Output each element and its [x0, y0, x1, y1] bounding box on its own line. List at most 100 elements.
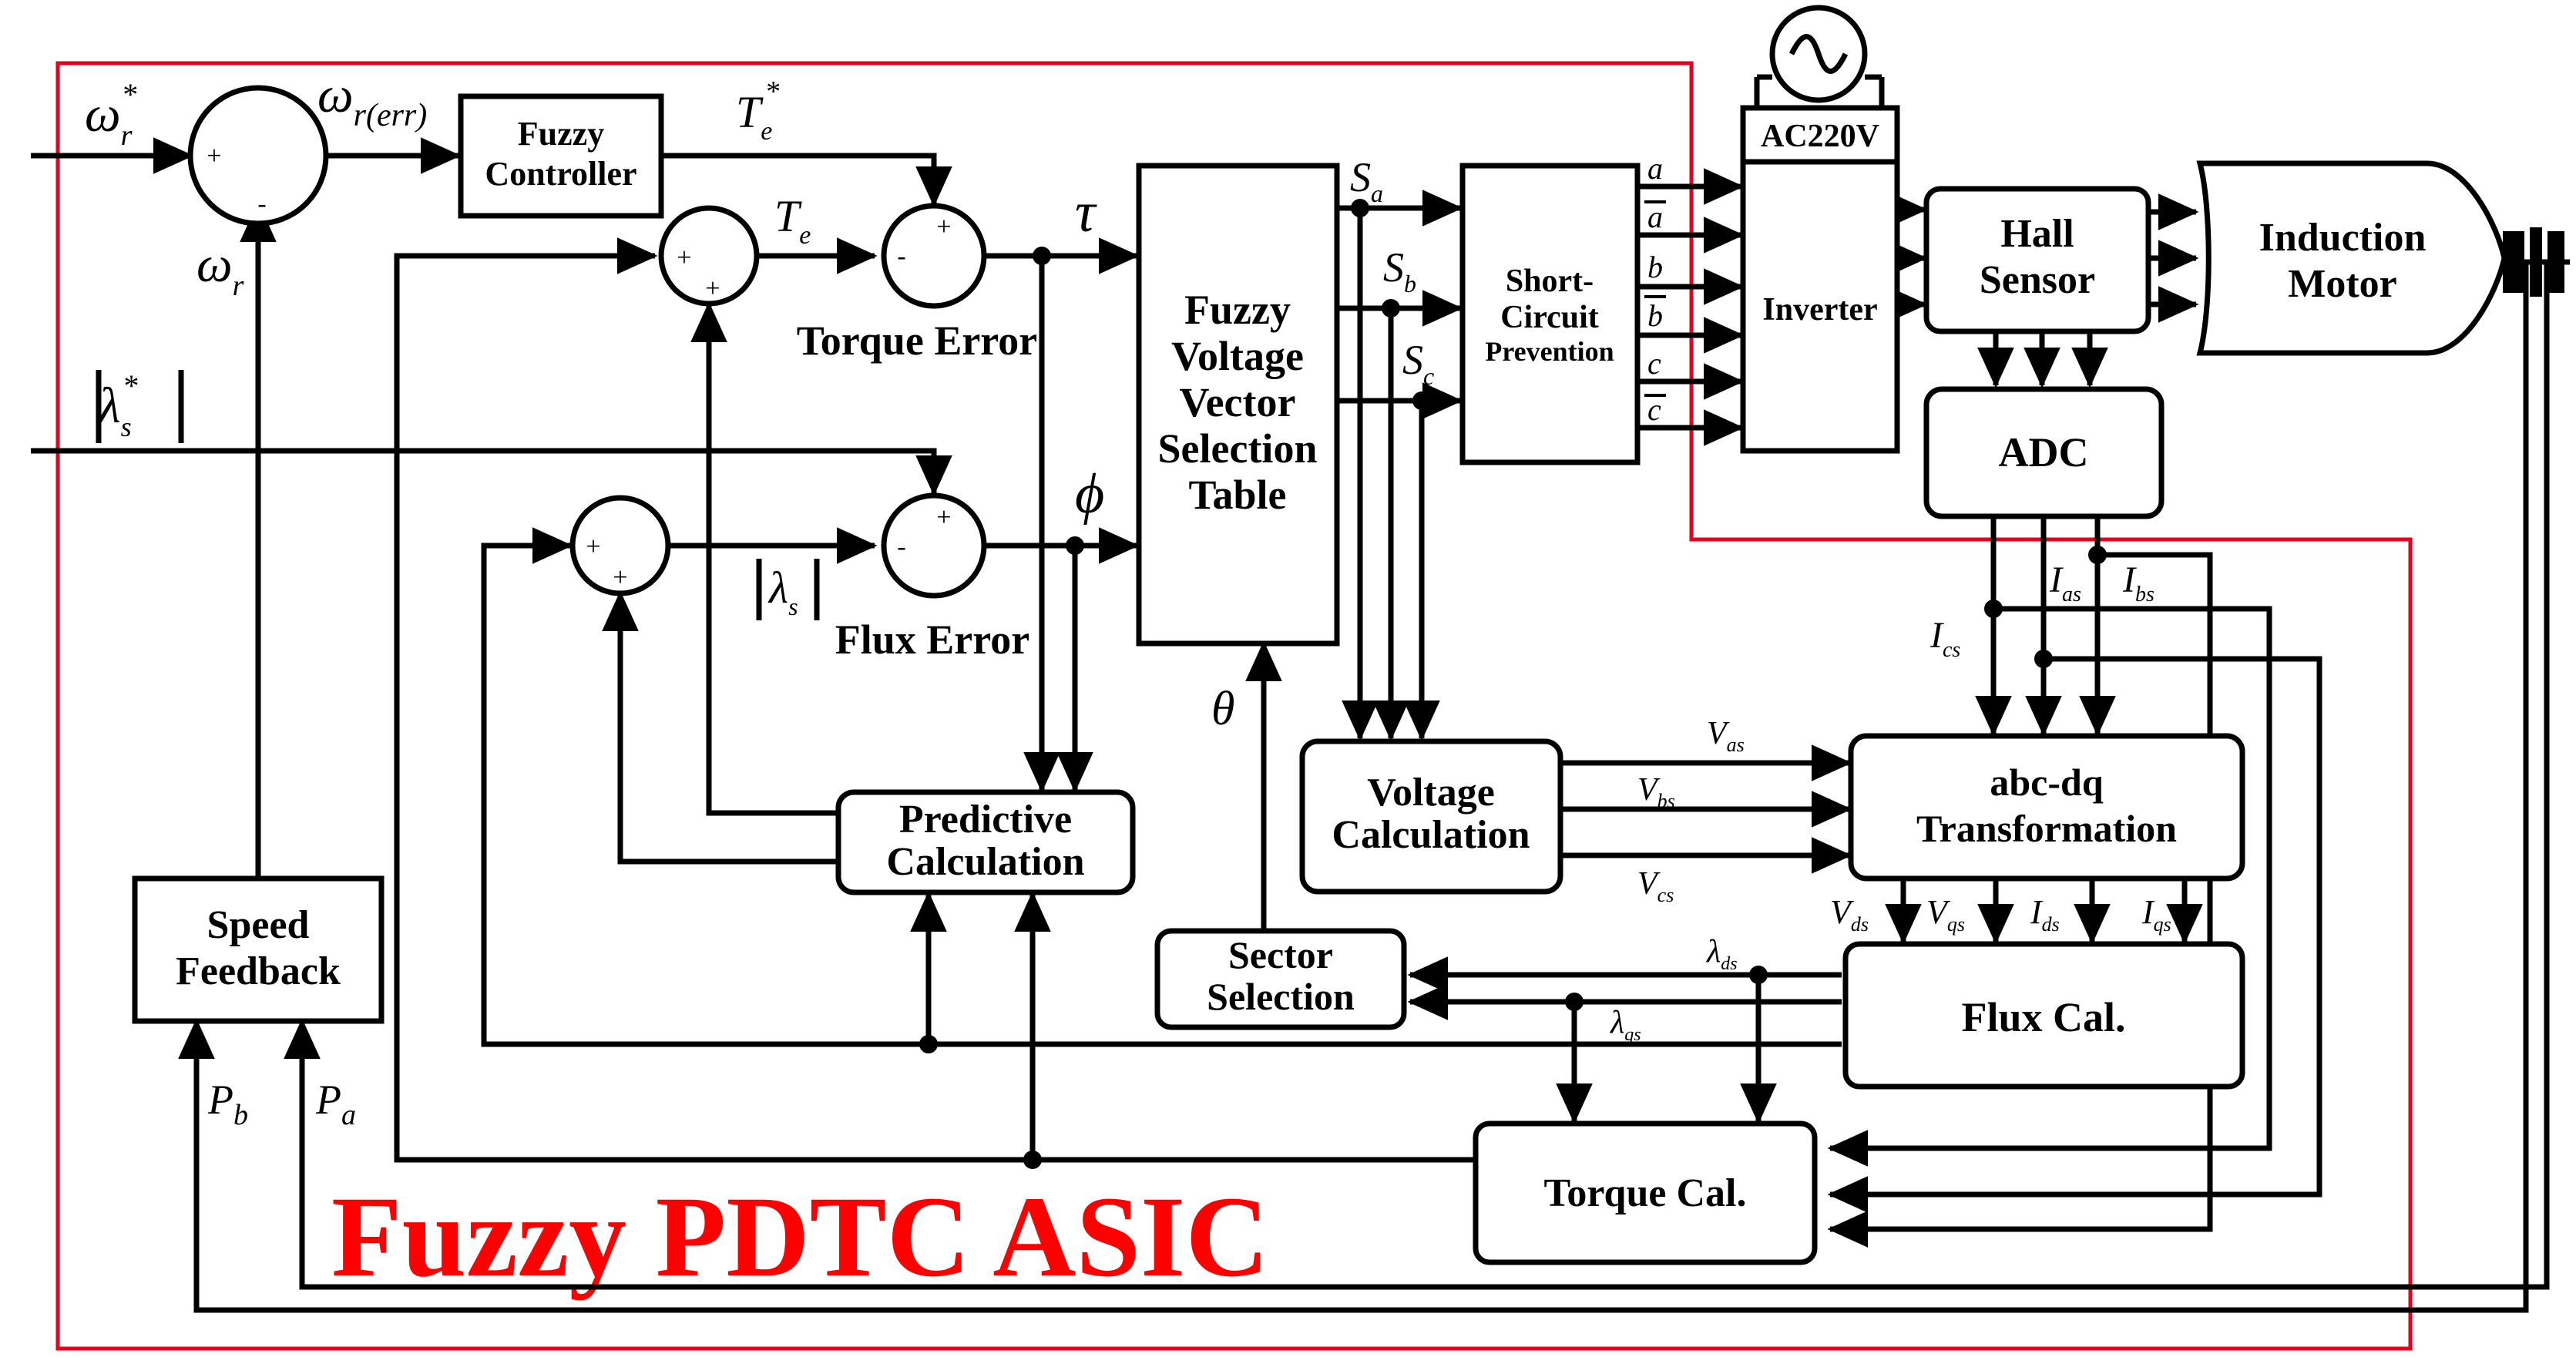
svg-text:Speed: Speed [207, 903, 310, 947]
theta-label: θ [1211, 683, 1234, 735]
inverter-block: Inverter [1740, 159, 1900, 454]
svg-text:Fuzzy: Fuzzy [518, 115, 604, 153]
svg-text:Flux Cal.: Flux Cal. [1961, 994, 2125, 1040]
svg-text:Voltage: Voltage [1367, 771, 1495, 815]
flux-cal-block: Flux Cal. [1842, 941, 2245, 1090]
lambda-s-label: λs [767, 563, 798, 620]
svg-text:+: + [677, 244, 691, 272]
svg-text:abc-dq: abc-dq [1990, 761, 2103, 804]
lambda-qs-label: λqs [1609, 1005, 1641, 1045]
svg-text:Transformation: Transformation [1916, 807, 2177, 850]
torque-feedback-summer: + + [658, 205, 760, 307]
svg-text:Predictive: Predictive [899, 798, 1072, 842]
svg-text:+: + [586, 532, 600, 561]
omega-r-star-label: ωr* [85, 77, 136, 152]
vbs-label: Vbs [1637, 772, 1675, 812]
predictive-calculation-block: Predictive Calculation [835, 789, 1136, 895]
voltage-vector-table-block: Fuzzy Voltage Vector Selection Table [1136, 163, 1340, 647]
phi-label: ϕ [1075, 462, 1104, 526]
induction-motor: Induction Motor [2196, 160, 2507, 356]
short-circuit-prevention-block: Short- Circuit Prevention [1459, 163, 1641, 465]
svg-text:AC220V: AC220V [1761, 119, 1879, 154]
encoder-icon [2503, 227, 2564, 297]
svg-text:Calculation: Calculation [886, 840, 1084, 884]
flux-error-label: Flux Error [835, 616, 1029, 663]
switch-abar-label: a [1647, 200, 1663, 234]
signal-labels: Torque Error Flux Error τ ϕ θ ωr* ωr ωr(… [85, 67, 2171, 1131]
sc-label: Sc [1402, 337, 1434, 390]
svg-text:-: - [897, 532, 905, 561]
svg-text:Sensor: Sensor [1980, 258, 2095, 302]
asic-boundary [55, 61, 2413, 1351]
svg-text:Hall: Hall [2000, 212, 2074, 256]
speed-error-summer: + - [187, 85, 329, 227]
svg-text:Selection: Selection [1158, 425, 1318, 472]
pb-label: Pb [207, 1077, 248, 1131]
adc-block: ADC [1923, 386, 2165, 519]
svg-text:+: + [207, 142, 221, 170]
svg-text:ADC: ADC [1999, 429, 2089, 475]
connections [31, 74, 2570, 1313]
speed-feedback-block: Speed Feedback [132, 875, 385, 1024]
vas-label: Vas [1707, 716, 1745, 756]
svg-text:Inverter: Inverter [1762, 292, 1877, 328]
omega-r-label: ωr [196, 237, 244, 302]
vcs-label: Vcs [1637, 866, 1674, 906]
omega-r-err-label: ωr(err) [317, 67, 427, 133]
abc-dq-transformation-block: abc-dq Transformation [1848, 733, 2245, 882]
svg-text:+: + [936, 503, 951, 532]
svg-text:-: - [257, 190, 266, 218]
ibs-label: Ibs [2122, 559, 2155, 606]
svg-text:-: - [897, 242, 905, 270]
svg-text:Voltage: Voltage [1171, 333, 1304, 379]
hall-sensor-block: Hall Sensor [1923, 186, 2151, 334]
svg-text:Table: Table [1188, 472, 1286, 518]
svg-text:Fuzzy: Fuzzy [1184, 287, 1291, 333]
switch-cbar-label: c [1647, 392, 1661, 427]
junction-dots [919, 199, 2107, 1169]
ias-label: Ias [2049, 559, 2081, 606]
lambda-s-star-label: λs* [97, 368, 138, 442]
ac-source: AC220V [1740, 5, 1900, 165]
torque-cal-block: Torque Cal. [1473, 1120, 1818, 1265]
torque-error-label: Torque Error [797, 317, 1038, 364]
svg-text:Feedback: Feedback [176, 949, 341, 993]
flux-error-summer: + - [881, 492, 987, 599]
sector-selection-block: Sector Selection [1154, 928, 1407, 1030]
svg-text:Short-: Short- [1506, 264, 1594, 299]
svg-text:Prevention: Prevention [1485, 336, 1614, 367]
svg-text:+: + [936, 213, 951, 241]
vds-label: Vds [1830, 893, 1869, 936]
iqs-label: Iqs [2141, 893, 2171, 936]
lambda-ds-label: λds [1705, 934, 1738, 974]
svg-text:Vector: Vector [1180, 379, 1296, 425]
sb-label: Sb [1383, 244, 1416, 297]
fuzzy-controller-block: Fuzzy Controller [458, 93, 664, 219]
svg-text:Motor: Motor [2288, 262, 2396, 306]
switch-a-label: a [1647, 151, 1663, 186]
svg-text:Controller: Controller [485, 155, 636, 193]
svg-text:+: + [613, 563, 627, 592]
pa-label: Pa [315, 1077, 356, 1131]
svg-text:Selection: Selection [1207, 975, 1355, 1018]
ics-label: Ics [1929, 615, 1960, 662]
torque-error-summer: + - [881, 203, 987, 309]
svg-text:Circuit: Circuit [1500, 300, 1599, 335]
svg-text:Sector: Sector [1228, 933, 1333, 976]
svg-text:+: + [705, 274, 720, 303]
asic-title: Fuzzy PDTC ASIC [331, 1173, 1269, 1301]
switch-c-label: c [1647, 346, 1661, 381]
svg-text:Induction: Induction [2259, 216, 2427, 260]
flux-feedback-summer: + + [569, 495, 671, 596]
svg-text:Torque Cal.: Torque Cal. [1544, 1171, 1747, 1215]
switch-bbar-label: b [1647, 298, 1663, 333]
voltage-calculation-block: Voltage Calculation [1299, 738, 1563, 895]
svg-text:Calculation: Calculation [1332, 813, 1530, 857]
switch-b-label: b [1647, 250, 1663, 284]
tau-label: τ [1075, 181, 1097, 244]
te-star-label: Te* [736, 76, 779, 146]
te-label: Te [774, 191, 811, 250]
ids-label: Ids [2030, 893, 2060, 936]
sa-label: Sa [1350, 154, 1383, 207]
